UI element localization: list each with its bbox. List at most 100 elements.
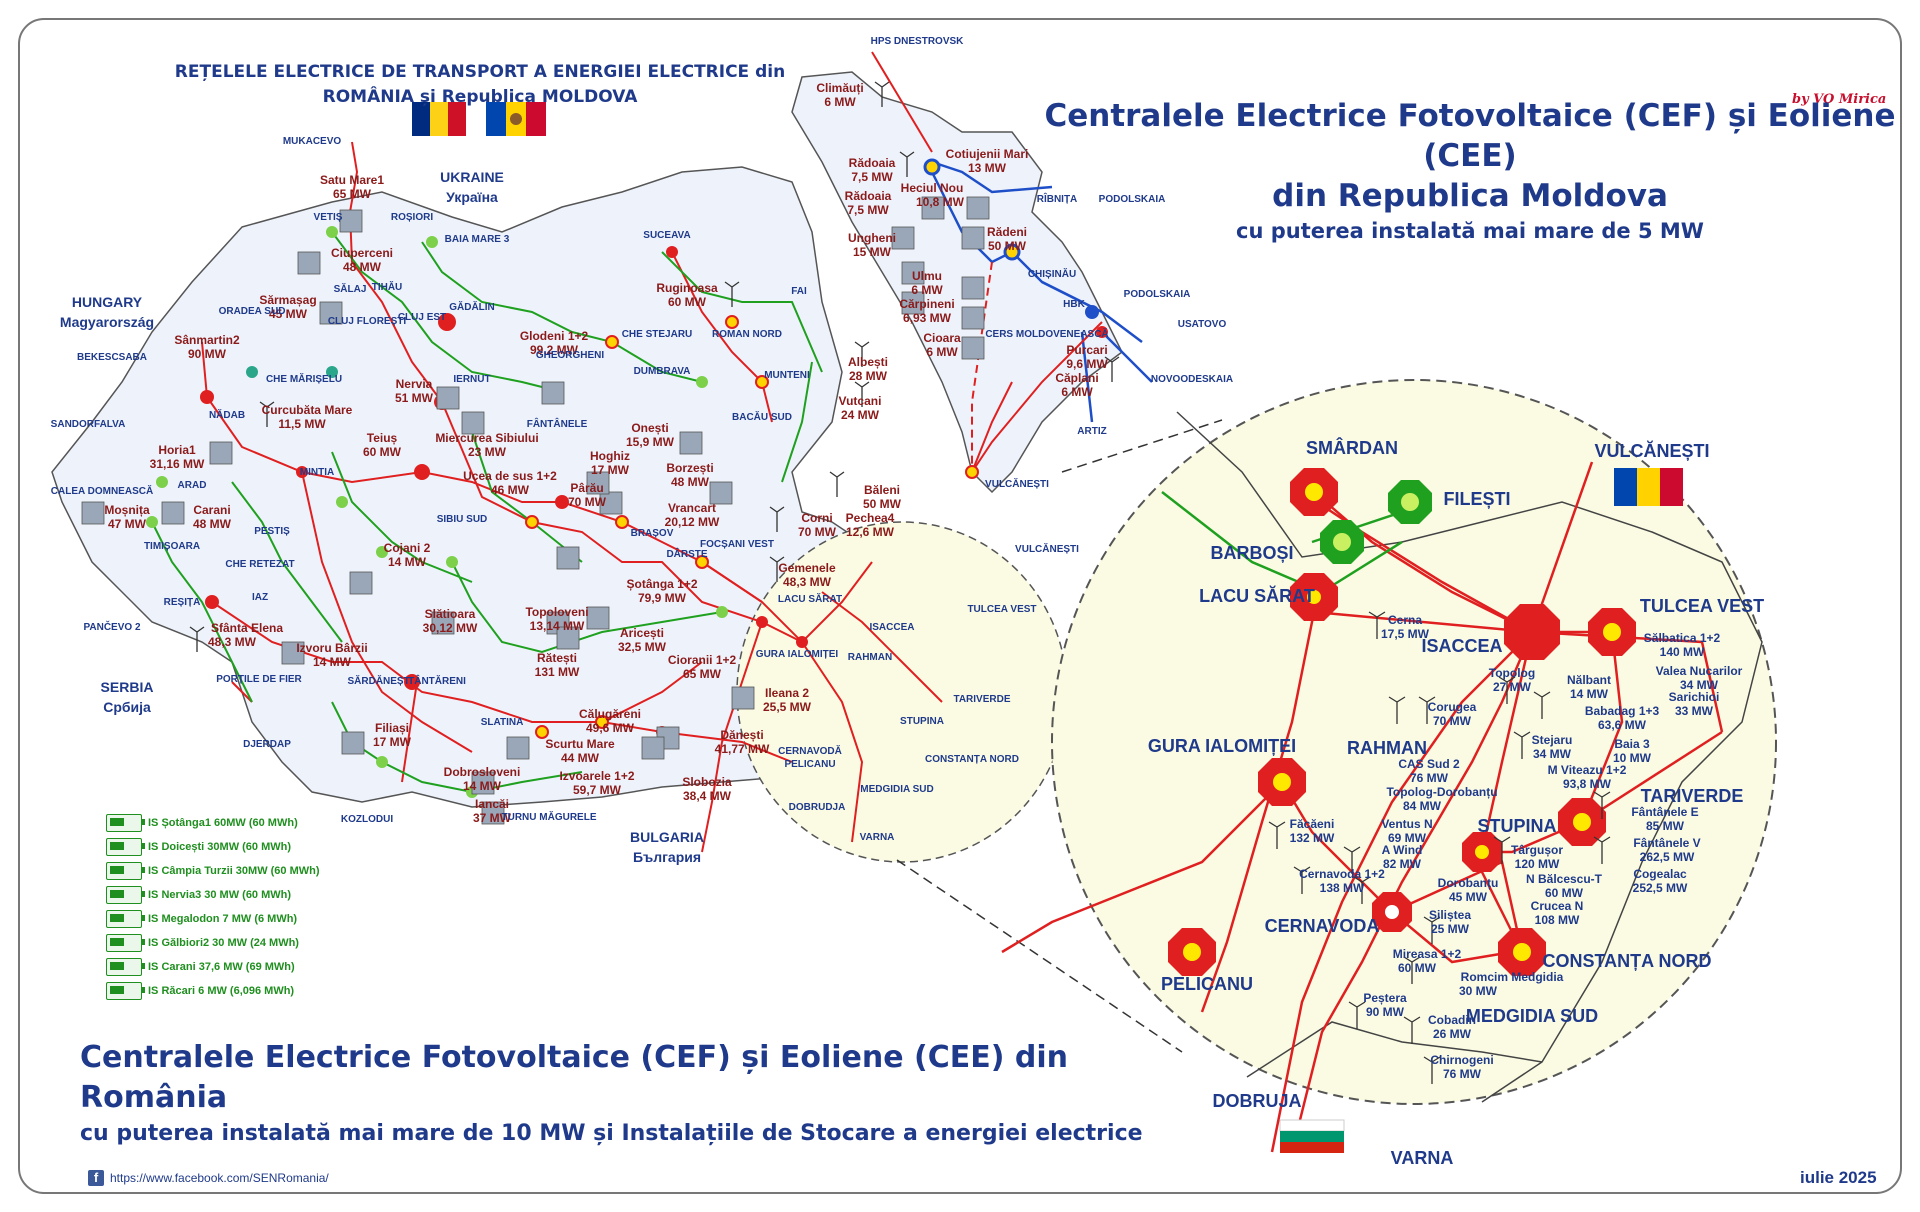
lines-220kv [151, 231, 823, 794]
zoom-plant-labels: Cerna 17,5 MW Topolog 27 MW Nălbant 14 M… [1290, 613, 1743, 1081]
svg-text:Stejaru: Stejaru [1532, 733, 1573, 747]
svg-text:Valea Nucarilor: Valea Nucarilor [1656, 664, 1743, 678]
svg-text:26 MW: 26 MW [1433, 1027, 1472, 1041]
plant-mw: 59,7 MW [573, 783, 622, 797]
svg-text:FOCȘANI VEST: FOCȘANI VEST [700, 539, 774, 550]
plant-name: Pârău [570, 481, 603, 495]
plant-mw: 48 MW [343, 260, 382, 274]
zoom-label-tulcea-vest: TULCEA VEST [1640, 596, 1764, 616]
zoom-label-isaccea: ISACCEA [1421, 636, 1502, 656]
node-podolskaia-2: PODOLSKAIA [1124, 289, 1191, 300]
map-date: iulie 2025 [1800, 1168, 1877, 1187]
plant-mw: 15 MW [853, 245, 892, 259]
plant-name: Glodeni 1+2 [520, 329, 589, 343]
svg-text:TURNU MĂGURELE: TURNU MĂGURELE [502, 810, 597, 823]
svg-text:MINTIA: MINTIA [300, 467, 334, 478]
plant-name: Rătești [537, 651, 577, 665]
svg-text:REȘIȚA: REȘIȚA [164, 597, 201, 608]
facebook-url[interactable]: https://www.facebook.com/SENRomania/ [110, 1171, 329, 1185]
facebook-link[interactable]: f https://www.facebook.com/SENRomania/ [88, 1170, 329, 1186]
flag-bulgaria-zoom [1279, 1119, 1345, 1153]
plant-name: Cioranii 1+2 [668, 653, 737, 667]
zoom-connector-bottom [896, 859, 1183, 1053]
plant-mw: 60 MW [668, 295, 707, 309]
md-plant-labels: Climăuți 6 MW Cotiujenii Mari 13 MW Rădo… [816, 81, 1108, 399]
plant-name: Ciuperceni [331, 246, 393, 260]
svg-text:140 MW: 140 MW [1660, 645, 1705, 659]
svg-text:GHEORGHENI: GHEORGHENI [536, 350, 605, 361]
moldova-subtitle: cu puterea instalată mai mare de 5 MW [1236, 219, 1704, 243]
plant-mw: 10,8 MW [916, 195, 965, 209]
map-frame: UKRAINE Україна HUNGARY Magyarország SER… [18, 18, 1902, 1194]
plant-mw: 17 MW [373, 735, 412, 749]
plant-mw: 23 MW [468, 445, 507, 459]
node-artiz: ARTIZ [1077, 426, 1106, 437]
plant-mw: 14 MW [463, 779, 502, 793]
svg-text:Fântânele V: Fântânele V [1633, 836, 1700, 850]
storage-item: IS Câmpia Turzii 30MW (60 MWh) [106, 862, 320, 880]
plant-mw: 41,77 MW [715, 742, 770, 756]
plant-mw: 79,9 MW [638, 591, 687, 605]
node-usatovo: USATOVO [1178, 319, 1227, 330]
svg-text:25 MW: 25 MW [1431, 922, 1470, 936]
svg-text:Cogealac: Cogealac [1633, 867, 1687, 881]
facebook-icon: f [88, 1170, 104, 1186]
svg-text:TIMIȘOARA: TIMIȘOARA [144, 541, 200, 552]
battery-icon [106, 958, 145, 976]
node-dobrudja: DOBRUDJA [789, 802, 846, 813]
plant-mw: 6 MW [926, 345, 958, 359]
plant-mw: 49,6 MW [586, 721, 635, 735]
svg-text:108 MW: 108 MW [1535, 913, 1580, 927]
svg-text:Târgușor: Târgușor [1511, 843, 1563, 857]
plant-mw: 50 MW [988, 239, 1027, 253]
plant-name: Borzești [666, 461, 713, 475]
svg-text:TIHĂU: TIHĂU [372, 280, 403, 293]
romania-title: Centralele Electrice Fotovoltaice (CEF) … [80, 1038, 1160, 1150]
flag-moldova-zoom [1614, 468, 1683, 506]
svg-text:CONSTANȚA NORD: CONSTANȚA NORD [925, 754, 1019, 765]
svg-text:VETIȘ: VETIȘ [314, 212, 343, 223]
svg-text:CHIȘINĂU: CHIȘINĂU [1028, 267, 1076, 280]
plant-name: Cărpineni [899, 297, 954, 311]
svg-text:Siliștea: Siliștea [1429, 908, 1471, 922]
svg-text:IERNUT: IERNUT [453, 374, 490, 385]
plant-mw: 30,12 MW [423, 621, 478, 635]
country-ukraine: UKRAINE [440, 169, 504, 185]
svg-text:262,5 MW: 262,5 MW [1640, 850, 1695, 864]
storage-item: IS Șotânga1 60MW (60 MWh) [106, 814, 320, 832]
storage-item: IS Gălbiori2 30 MW (24 MWh) [106, 934, 320, 952]
zoom-label-tariverde: TARIVERDE [1641, 786, 1744, 806]
plant-name: Slătioara [425, 607, 476, 621]
svg-text:14 MW: 14 MW [1570, 687, 1609, 701]
svg-text:27 MW: 27 MW [1493, 680, 1532, 694]
svg-text:45 MW: 45 MW [1449, 890, 1488, 904]
svg-text:Mireasa 1+2: Mireasa 1+2 [1393, 947, 1462, 961]
plant-name: Rădeni [987, 225, 1027, 239]
country-bulgaria: BULGARIA [630, 829, 704, 845]
battery-icon [106, 838, 145, 856]
plant-mw: 45 MW [269, 307, 308, 321]
svg-text:120 MW: 120 MW [1515, 857, 1560, 871]
plant-name: Aricești [620, 626, 664, 640]
plant-name: Pecheа4 [846, 511, 895, 525]
svg-text:Baia 3: Baia 3 [1614, 737, 1650, 751]
plant-name: Hoghiz [590, 449, 630, 463]
solar-icons-main [81, 196, 990, 825]
svg-text:CAS Sud 2: CAS Sud 2 [1398, 757, 1460, 771]
node-pancevo: PANČEVO 2 [83, 620, 140, 633]
svg-text:34 MW: 34 MW [1533, 747, 1572, 761]
storage-item: IS Nervia3 30 MW (60 MWh) [106, 886, 320, 904]
svg-text:PELICANU: PELICANU [784, 759, 835, 770]
plant-name: Izvoru Bârzii [296, 641, 367, 655]
zoom-label-constanta-nord: CONSTANȚA NORD [1543, 951, 1712, 971]
node-hps-dnestrovsk: HPS DNESTROVSK [871, 36, 965, 47]
network-title: REȚELELE ELECTRICE DE TRANSPORT A ENERGI… [174, 62, 786, 107]
plant-mw: 48,3 MW [208, 635, 257, 649]
country-serbia-native: Србија [103, 699, 151, 715]
plant-mw: 60 MW [363, 445, 402, 459]
svg-text:84 MW: 84 MW [1403, 799, 1442, 813]
plant-name: Dănești [720, 728, 763, 742]
zoom-label-vulcanesti: VULCĂNEȘTI [1594, 440, 1709, 461]
svg-text:Sarichioi: Sarichioi [1669, 690, 1720, 704]
plant-name: Curcubăta Mare [262, 403, 353, 417]
